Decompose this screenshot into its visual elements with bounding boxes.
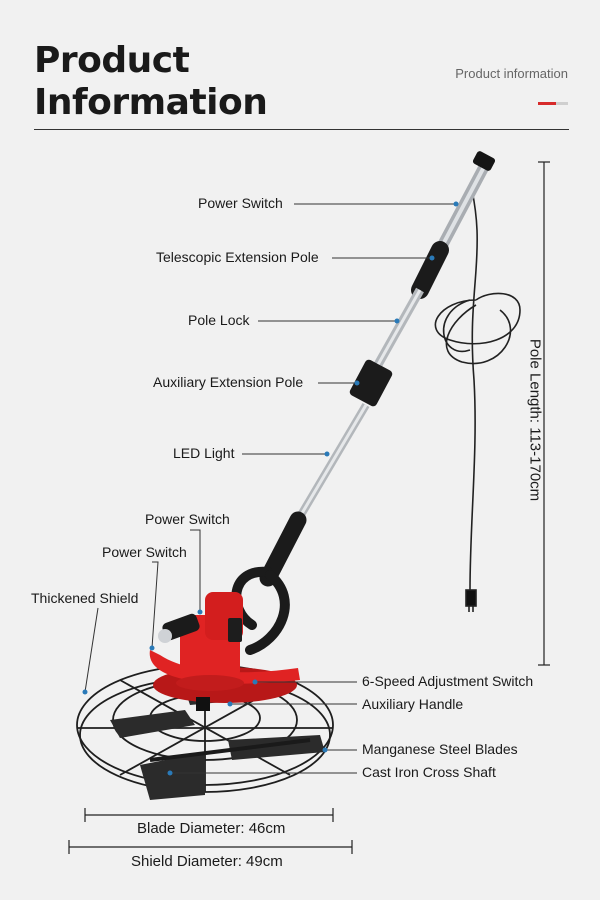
callout-led-light: LED Light (173, 445, 235, 461)
dimension-lines-icon (68, 161, 550, 854)
callout-pole-lock: Pole Lock (188, 312, 250, 328)
callout-thickened-shield: Thickened Shield (31, 590, 139, 606)
accent-bar-icon (538, 102, 556, 105)
accent-bar-grey-icon (556, 102, 568, 105)
callout-auxiliary-handle: Auxiliary Handle (362, 696, 464, 712)
pole-length-label: Pole Length: 113-170cm (526, 338, 544, 502)
page-subtitle: Product information (455, 66, 568, 81)
shield-diameter-label: Shield Diameter: 49cm (131, 853, 283, 870)
callout-auxiliary-pole: Auxiliary Extension Pole (153, 374, 304, 390)
motor-housing-icon (149, 592, 300, 711)
power-cord-icon (434, 189, 521, 612)
handle-yoke-icon (231, 566, 290, 655)
callout-leaders-icon (84, 203, 456, 774)
header-divider (34, 129, 569, 130)
title-line-2: Information (34, 82, 268, 123)
callout-telescopic-pole: Telescopic Extension Pole (156, 249, 319, 265)
callout-power-switch-low: Power Switch (102, 544, 187, 560)
callout-dots-icon (82, 201, 459, 776)
blade-diameter-label: Blade Diameter: 46cm (137, 820, 286, 837)
cross-shaft-icon (149, 738, 311, 762)
callout-power-switch-mid: Power Switch (145, 511, 230, 527)
telescopic-pole-icon (259, 151, 496, 587)
callout-cross-shaft: Cast Iron Cross Shaft (362, 764, 496, 780)
callout-blades: Manganese Steel Blades (362, 741, 518, 757)
page-title: Product Information (34, 40, 268, 124)
callout-power-switch-top: Power Switch (198, 195, 283, 211)
callout-speed-switch: 6-Speed Adjustment Switch (362, 673, 534, 689)
title-line-1: Product (34, 40, 190, 81)
